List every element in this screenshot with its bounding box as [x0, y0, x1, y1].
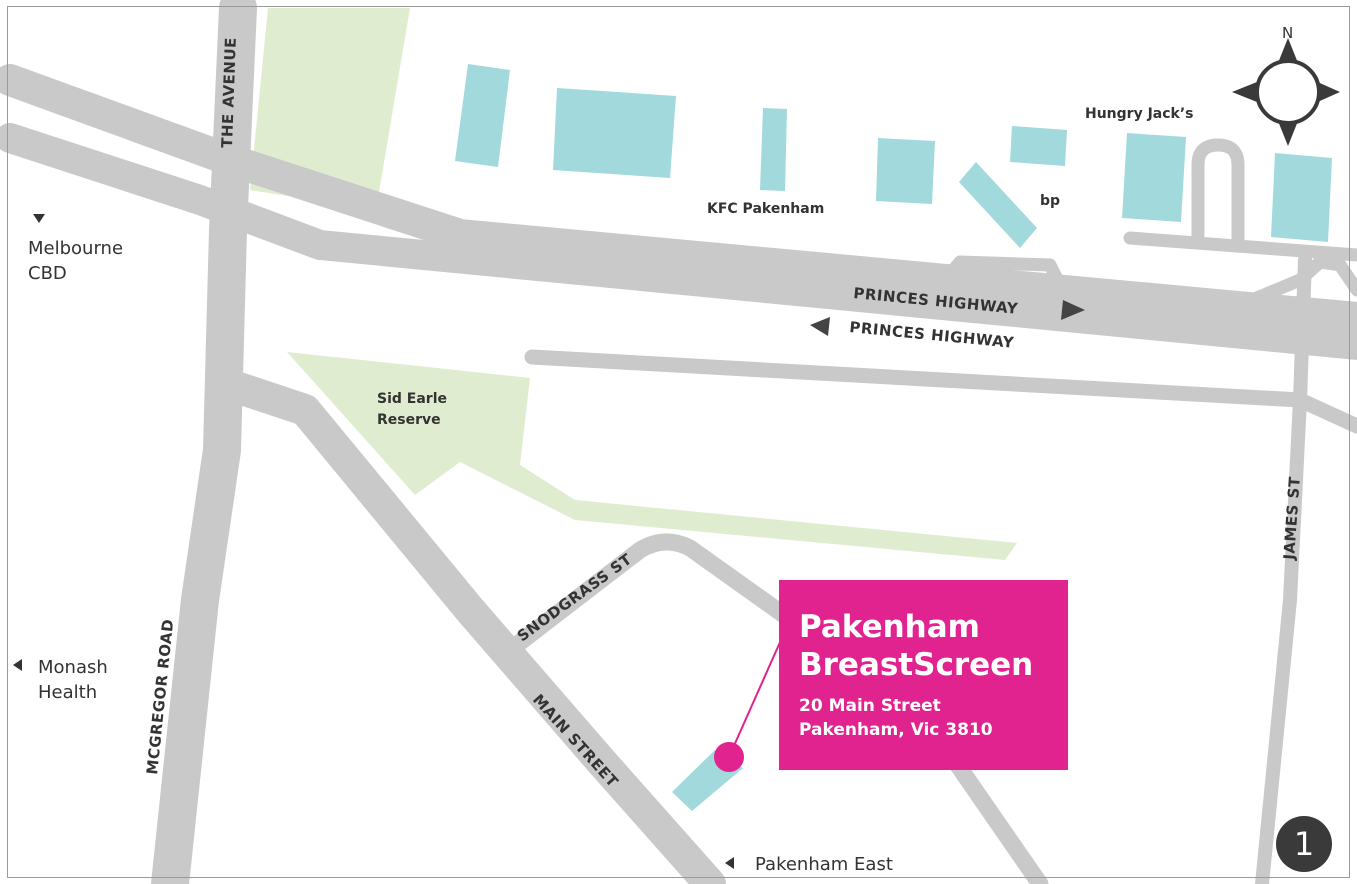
label-monash-line1: Monash: [38, 657, 108, 678]
destination-name-line2: BreastScreen: [799, 647, 1034, 683]
road-north-a: [0, 64, 1357, 334]
park-strip-north: [250, 8, 410, 210]
arrow-west-icon: [810, 317, 830, 336]
label-reserve-line1: Sid Earle: [377, 391, 447, 407]
road-service: [524, 349, 1357, 434]
down-arrow-icon: [33, 214, 45, 223]
label-main-street: MAIN STREET: [529, 691, 622, 791]
label-reserve-line2: Reserve: [377, 412, 441, 428]
building: [553, 88, 676, 178]
road-loop: [1191, 138, 1245, 247]
destination-name: Pakenham BreastScreen: [799, 608, 1068, 684]
label-bp: bp: [1040, 193, 1060, 209]
sid-earle-reserve: [287, 352, 1017, 560]
road-link: [1233, 255, 1357, 312]
label-melbourne-line2: CBD: [28, 263, 67, 284]
destination-address-line1: 20 Main Street: [799, 696, 941, 716]
label-kfc: KFC Pakenham: [707, 201, 824, 217]
label-pakenham-east: Pakenham East: [755, 854, 893, 875]
label-james-st: JAMES ST: [1280, 476, 1304, 562]
destination-name-line1: Pakenham: [799, 609, 980, 645]
building: [1010, 126, 1067, 166]
destination-marker-icon: [714, 742, 744, 772]
building-bp: [959, 162, 1037, 248]
arrow-east-icon: [1061, 300, 1085, 320]
destination-address-line2: Pakenham, Vic 3810: [799, 720, 993, 740]
label-the-avenue: THE AVENUE: [218, 37, 240, 148]
road-service-north: [1123, 231, 1357, 262]
callout-leader: [728, 639, 782, 758]
compass-north-label: N: [1282, 24, 1293, 42]
destination-callout: Pakenham BreastScreen 20 Main Street Pak…: [779, 580, 1068, 770]
road-the-avenue: [151, 0, 257, 884]
building-hungry-jacks: [1122, 133, 1186, 222]
buildings: [455, 64, 1332, 811]
road-james-st: [1255, 253, 1312, 884]
label-hungry-jacks: Hungry Jack’s: [1085, 106, 1194, 122]
left-arrow-icon: [13, 659, 22, 671]
building: [876, 138, 935, 204]
label-melbourne-line1: Melbourne: [28, 238, 123, 259]
road-loop-bp: [938, 255, 1072, 302]
left-arrow-icon: [725, 857, 734, 869]
building: [1271, 153, 1332, 242]
building-kfc: [760, 108, 787, 191]
label-monash-line2: Health: [38, 682, 97, 703]
building: [455, 64, 510, 167]
road-north-b: [0, 123, 1357, 360]
road-main-street: [214, 369, 726, 884]
compass-icon: [1232, 38, 1340, 146]
map-number-badge: 1: [1276, 816, 1332, 872]
label-snodgrass-st: SNODGRASS ST: [514, 550, 636, 645]
